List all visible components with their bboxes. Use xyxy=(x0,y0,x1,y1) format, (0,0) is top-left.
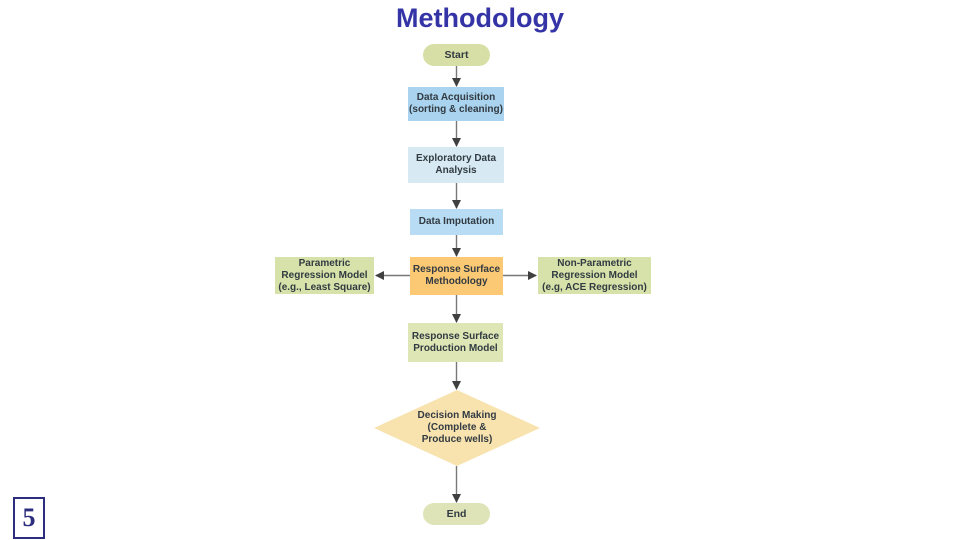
node-response-surface-methodology: Response Surface Methodology xyxy=(410,257,503,295)
node-decision-making: Decision Making (Complete & Produce well… xyxy=(374,390,540,466)
node-start: Start xyxy=(423,44,490,66)
node-data-imputation: Data Imputation xyxy=(410,209,503,235)
page-number: 5 xyxy=(13,497,45,539)
node-end: End xyxy=(423,503,490,525)
node-nonparametric-regression-model: Non-Parametric Regression Model (e.g, AC… xyxy=(538,257,651,294)
node-data-acquisition: Data Acquisition (sorting & cleaning) xyxy=(408,87,504,121)
page-title: Methodology xyxy=(396,3,564,33)
node-response-surface-production-model: Response Surface Production Model xyxy=(408,323,503,362)
node-exploratory-data-analysis: Exploratory Data Analysis xyxy=(408,147,504,183)
node-parametric-regression-model: Parametric Regression Model (e.g., Least… xyxy=(275,257,374,294)
